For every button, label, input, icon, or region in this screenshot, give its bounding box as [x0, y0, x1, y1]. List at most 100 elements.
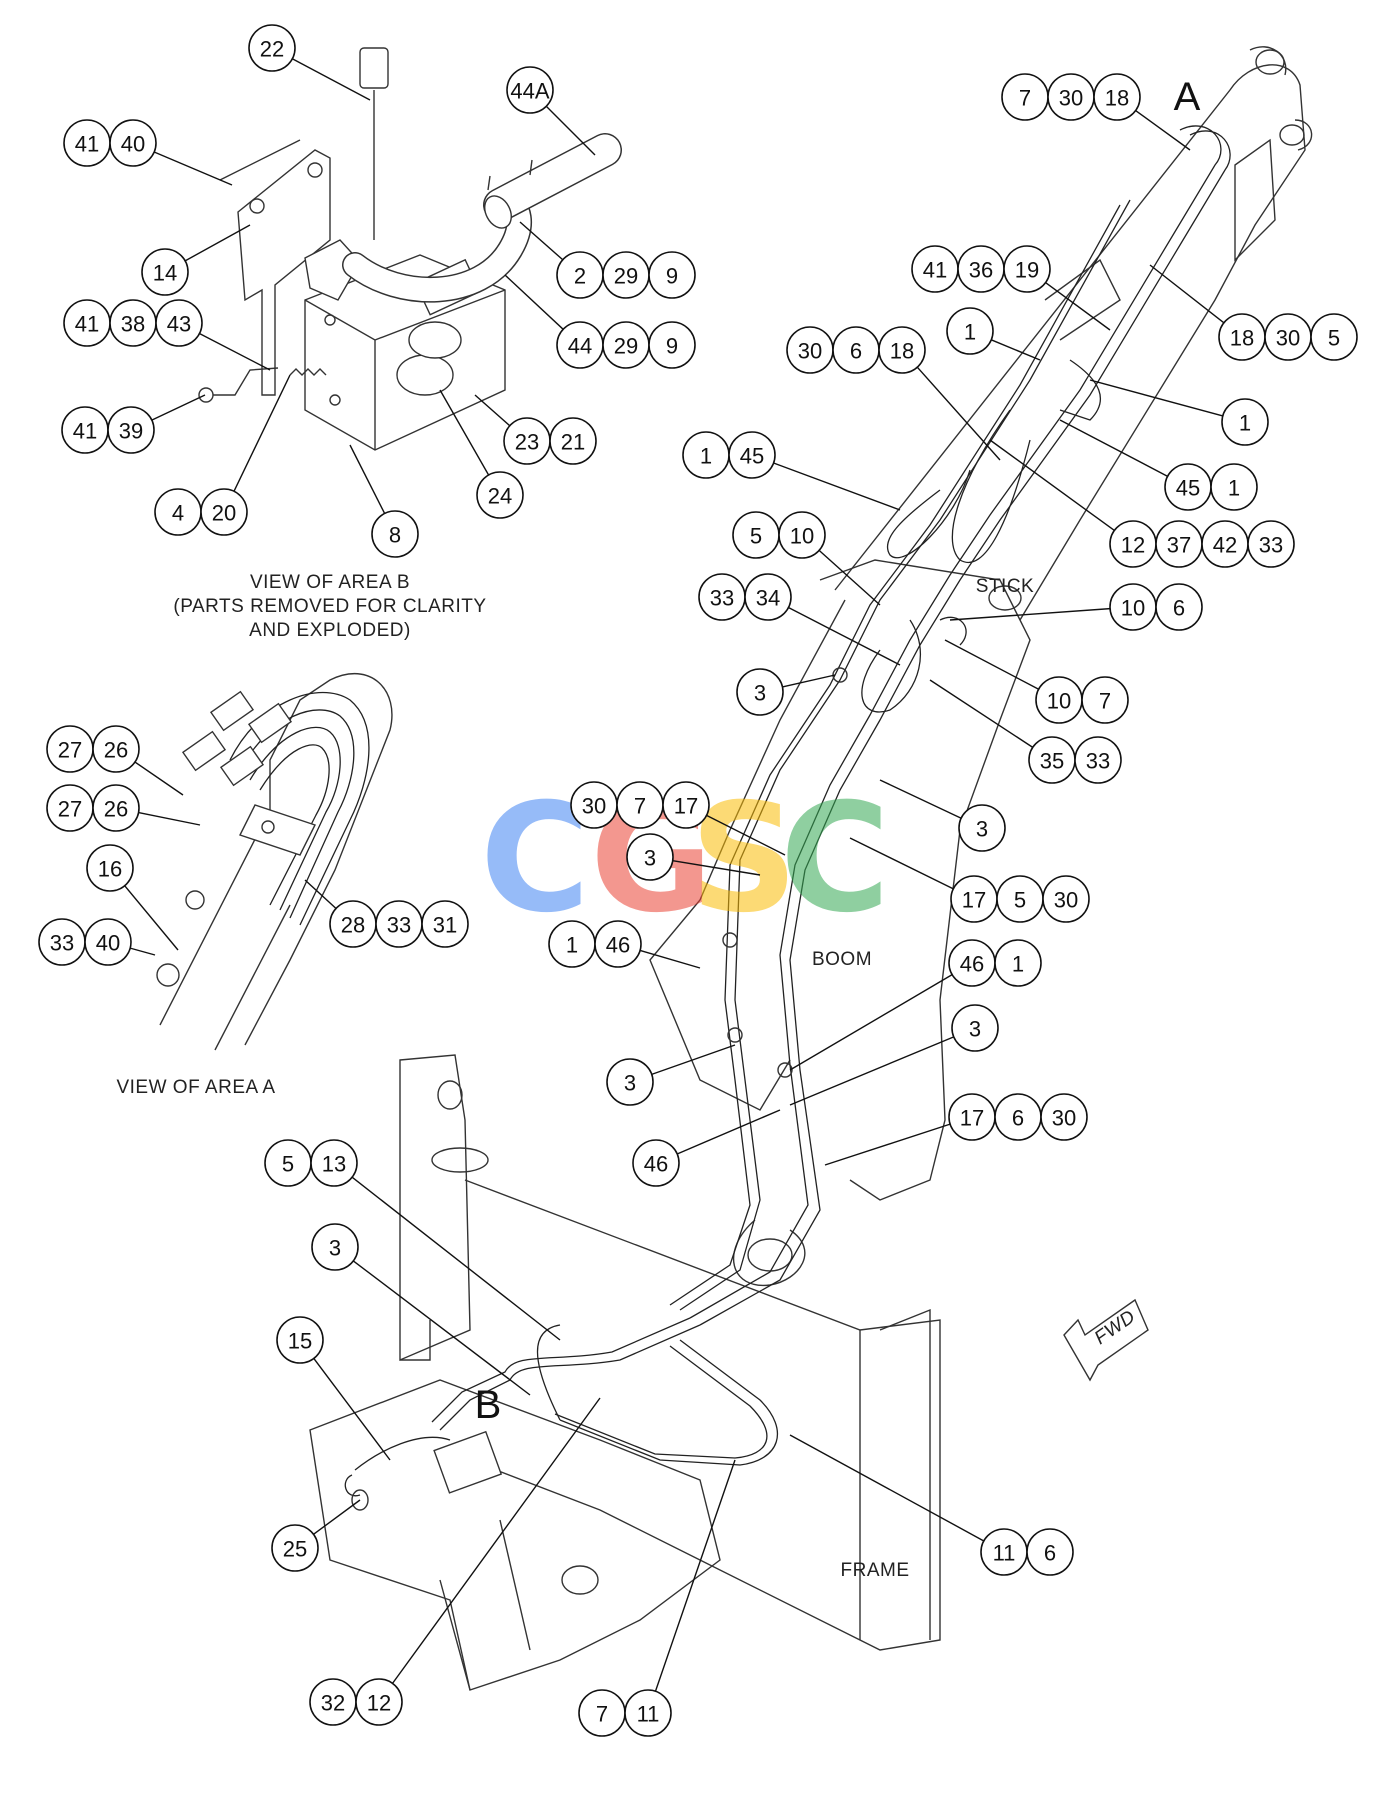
coupler-26	[181, 730, 227, 772]
leader-line	[352, 1260, 531, 1396]
hose-loop-3	[249, 726, 341, 911]
callout-bubble	[958, 804, 1006, 852]
leader-line	[989, 439, 1115, 532]
leader-line	[672, 860, 761, 876]
callout-number: 36	[969, 258, 993, 283]
callout-number: 41	[73, 419, 97, 444]
hose-end-25	[344, 1474, 361, 1497]
leader-line	[474, 394, 511, 427]
frame-post	[399, 1054, 471, 1362]
callout-number: 32	[321, 1691, 345, 1716]
bolt-41-39	[210, 367, 279, 396]
callout-number: 25	[283, 1537, 307, 1562]
callout-number: 40	[96, 931, 120, 956]
callout-number: 46	[644, 1152, 668, 1177]
valve-block-b	[433, 1430, 503, 1494]
hose-clamp	[484, 195, 512, 229]
area-a-marker: A	[1174, 75, 1201, 119]
callout-number: 24	[488, 484, 512, 509]
stick-pin	[1255, 49, 1285, 75]
callout-number: 27	[58, 738, 82, 763]
elbow-fitting	[304, 239, 361, 301]
leader-line	[782, 674, 836, 688]
callout-bubble	[1247, 520, 1295, 568]
fitting-22	[359, 47, 389, 89]
area-b-marker: B	[475, 1383, 502, 1427]
hose-clip-10	[939, 616, 967, 646]
callout-number: 9	[666, 264, 678, 289]
hose-11b	[431, 1317, 691, 1423]
callout-number: 44A	[510, 79, 549, 104]
leader-line	[639, 949, 701, 969]
callout-bubble	[155, 299, 203, 347]
callout-number: 6	[1173, 596, 1185, 621]
stick-plate-edge	[214, 904, 291, 1051]
leader-line	[129, 947, 156, 956]
clamp-28	[239, 804, 316, 856]
callout-number: 13	[322, 1152, 346, 1177]
callout-bubble	[736, 668, 784, 716]
leader-line	[291, 58, 371, 101]
leader-line	[391, 1397, 601, 1684]
callout-bubble	[92, 725, 140, 773]
callout-number: 26	[104, 738, 128, 763]
hose-44a	[484, 134, 621, 221]
callout-bubble	[371, 510, 419, 558]
callout-number: 27	[58, 797, 82, 822]
frame-bracket	[431, 1147, 489, 1173]
callout-number: 30	[1052, 1106, 1076, 1131]
callout-number: 3	[976, 817, 988, 842]
leader-line	[849, 837, 954, 890]
callout-bubble	[1310, 313, 1358, 361]
callout-number: 41	[923, 258, 947, 283]
area-a-hose-clamp-assembly	[156, 673, 393, 1051]
clamp-screw	[487, 159, 533, 191]
frame-hole	[561, 1565, 599, 1595]
view-labels: VIEW OF AREA B (PARTS REMOVED FOR CLARIT…	[116, 75, 1200, 1581]
callout-number: 30	[582, 794, 606, 819]
leader-line	[676, 1109, 781, 1155]
callout-number: 22	[260, 37, 284, 62]
callout-number: 33	[387, 913, 411, 938]
leader-line	[1045, 282, 1111, 331]
callout-number: 41	[75, 132, 99, 157]
callout-number: 5	[1328, 326, 1340, 351]
coupler-26	[209, 690, 255, 732]
leader-line	[944, 639, 1039, 690]
callout-bubble	[662, 781, 710, 829]
leader-line	[818, 549, 881, 606]
callout-number: 46	[606, 933, 630, 958]
area-b-valve-assembly	[198, 47, 622, 451]
callout-bubble	[86, 844, 134, 892]
bolt-41-40	[219, 139, 301, 181]
callout-number: 3	[754, 681, 766, 706]
callout-number: 7	[1019, 86, 1031, 111]
callout-number: 7	[1099, 689, 1111, 714]
callout-number: 11	[993, 1541, 1016, 1566]
block-port	[329, 394, 341, 406]
fwd-arrow-shape	[1063, 1298, 1149, 1382]
hose-13	[536, 1324, 561, 1421]
hose-loop-35	[861, 619, 922, 713]
callout-number: 3	[329, 1236, 341, 1261]
callout-number: 12	[367, 1691, 391, 1716]
stick-cylinder	[1044, 258, 1121, 341]
callout-bubble	[506, 66, 554, 114]
callout-number: 1	[1228, 476, 1240, 501]
callout-number: 30	[1276, 326, 1300, 351]
boom-left-outline	[649, 599, 846, 1111]
leader-line	[879, 779, 962, 819]
callout-number: 6	[1012, 1106, 1024, 1131]
callout-number: 37	[1167, 533, 1191, 558]
